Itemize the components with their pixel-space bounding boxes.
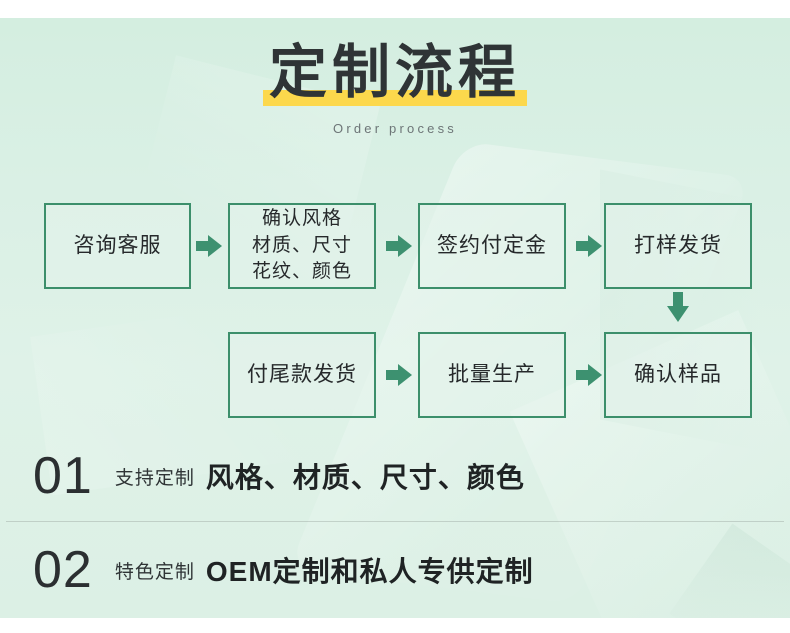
title-highlight-bar	[262, 89, 527, 106]
page-title: 定制流程	[268, 40, 521, 105]
feature-divider	[6, 521, 784, 522]
flow-step-box[interactable]: 确认样品	[604, 332, 752, 418]
flow-step-label: 材质、尺寸	[251, 234, 352, 256]
arrow-right-icon	[386, 235, 412, 257]
process-flow-chart: 咨询客服 确认风格 材质、尺寸 花纹、颜色 签约付定金 打样发货 付尾款发货 批…	[0, 199, 790, 419]
arrow-down-icon	[667, 292, 689, 322]
arrow-right-icon	[196, 235, 222, 257]
flow-step-label: 花纹、颜色	[251, 261, 352, 283]
flow-step-label: 签约付定金	[437, 234, 547, 258]
flow-step-box[interactable]: 确认风格 材质、尺寸 花纹、颜色	[228, 203, 376, 289]
flow-step-box[interactable]: 打样发货	[604, 203, 752, 289]
flow-step-box[interactable]: 批量生产	[418, 332, 566, 418]
flow-step-box[interactable]: 签约付定金	[418, 203, 566, 289]
arrow-right-icon	[576, 235, 602, 257]
flow-step-label: 咨询客服	[73, 234, 162, 258]
feature-row-02: 02 特色定制 OEM定制和私人专供定制	[0, 526, 790, 614]
flow-step-label: 付尾款发货	[247, 363, 357, 387]
title-wrapper: 定制流程	[262, 38, 527, 109]
background-panel	[0, 18, 790, 618]
page-subtitle: Order process	[333, 120, 457, 136]
header: 定制流程 Order process	[0, 38, 790, 136]
feature-small-text: 支持定制	[114, 467, 195, 489]
feature-small-text: 特色定制	[114, 561, 195, 583]
flow-step-box[interactable]: 咨询客服	[44, 203, 191, 289]
flow-step-label: 打样发货	[634, 234, 722, 258]
feature-number: 01	[33, 447, 93, 505]
feature-row-01: 01 支持定制 风格、材质、尺寸、颜色	[0, 432, 790, 520]
flow-step-box[interactable]: 付尾款发货	[228, 332, 376, 418]
arrow-right-icon	[576, 364, 602, 386]
arrow-right-icon	[386, 364, 412, 386]
feature-big-text: OEM定制和私人专供定制	[205, 556, 534, 587]
feature-big-text: 风格、材质、尺寸、颜色	[205, 462, 525, 493]
flow-step-label: 确认样品	[634, 363, 722, 387]
flow-step-label: 确认风格	[261, 207, 342, 229]
flow-step-label: 批量生产	[448, 363, 536, 387]
feature-number: 02	[33, 541, 93, 599]
